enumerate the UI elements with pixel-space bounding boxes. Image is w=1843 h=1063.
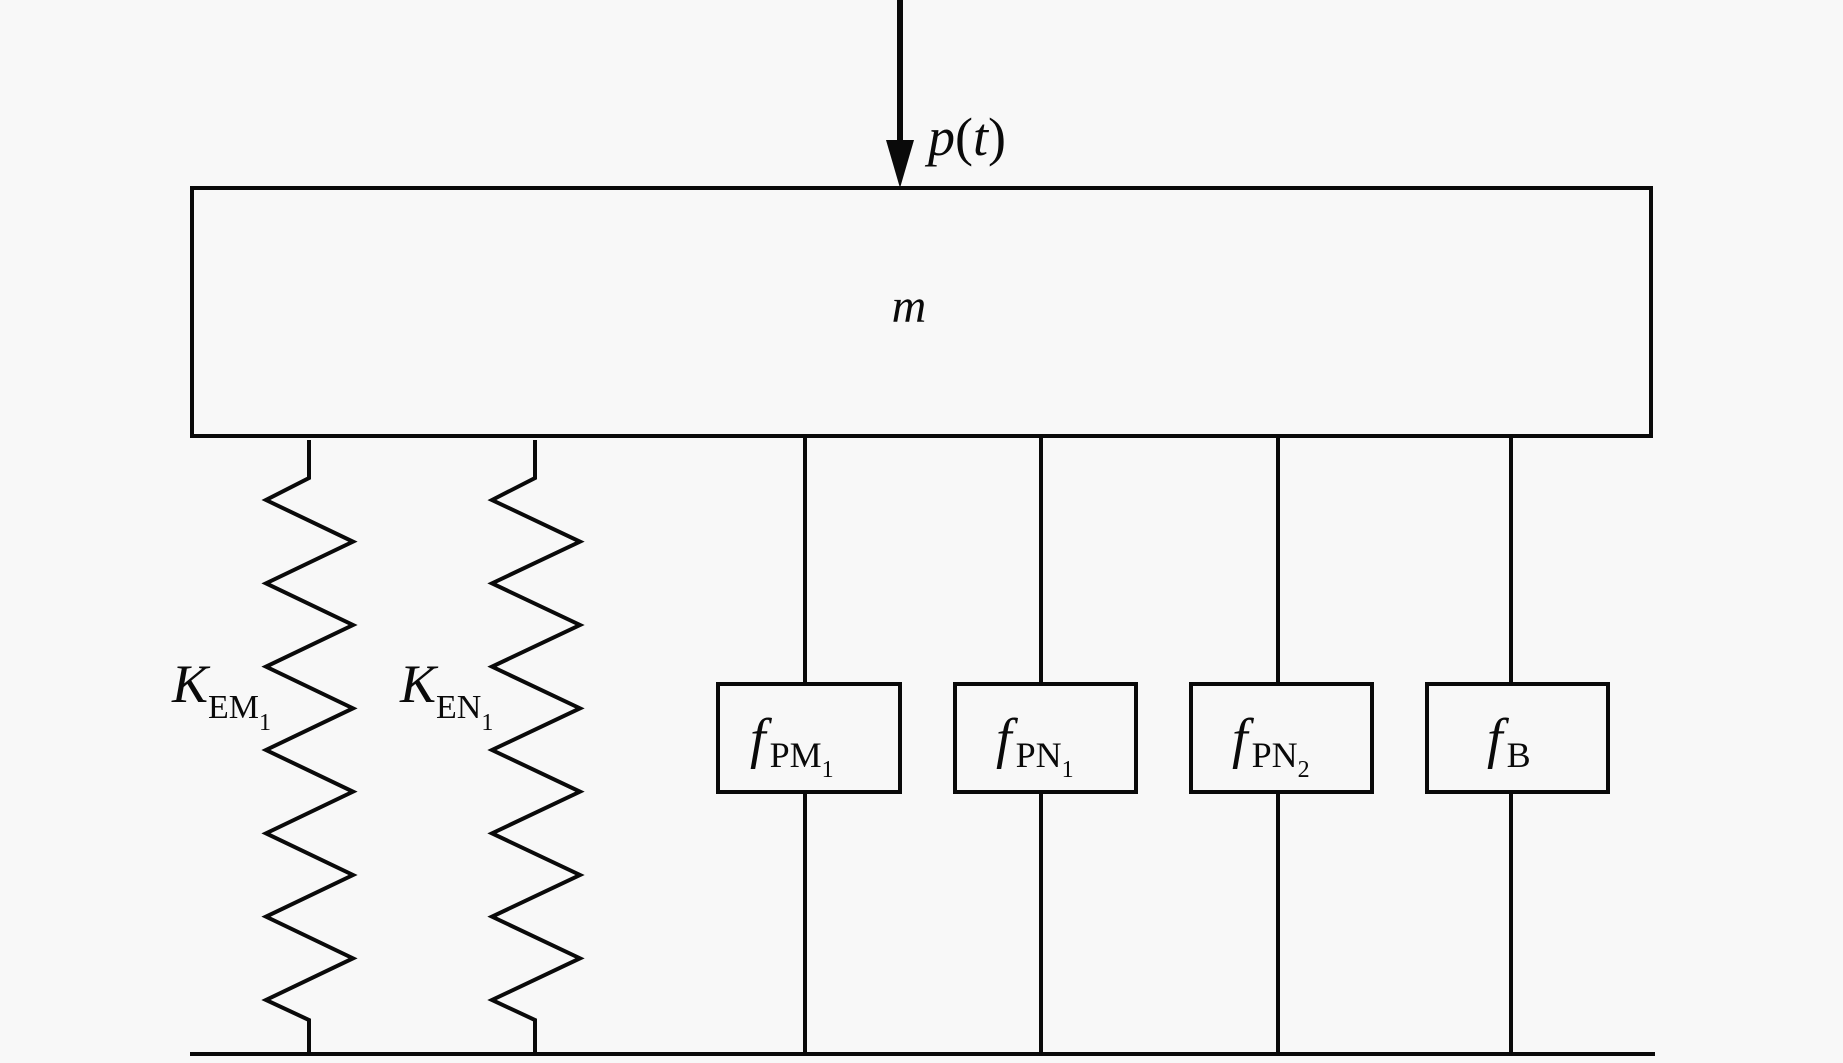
load-open-paren: ( bbox=[955, 107, 973, 167]
spring-em1 bbox=[261, 440, 358, 1054]
load-close-paren: ) bbox=[988, 107, 1006, 167]
element-subscript: PN bbox=[1016, 735, 1062, 775]
load-variable: t bbox=[973, 107, 990, 167]
element-box bbox=[1189, 682, 1374, 794]
element-sub-index: 1 bbox=[822, 757, 834, 783]
load-arrow bbox=[886, 0, 914, 188]
load-label: p(t) bbox=[924, 107, 1006, 167]
element-box bbox=[1425, 682, 1610, 794]
spring-sub-index: 1 bbox=[259, 710, 271, 736]
element-subscript: PN bbox=[1252, 735, 1298, 775]
load-symbol: p bbox=[924, 107, 955, 167]
element-box bbox=[953, 682, 1138, 794]
mass-block bbox=[190, 186, 1653, 438]
arrow-head-icon bbox=[886, 140, 914, 188]
element-box bbox=[716, 682, 902, 794]
spring-sub-index: 1 bbox=[481, 710, 493, 736]
element-subscript: B bbox=[1507, 735, 1531, 775]
spring-symbol: K bbox=[171, 654, 211, 714]
spring-subscript: EN bbox=[436, 689, 481, 726]
spring-label-em1: KEM1 bbox=[171, 654, 271, 736]
mass-label: m bbox=[892, 280, 927, 333]
spring-label-en1: KEN1 bbox=[399, 654, 493, 736]
spring-subscript: EM bbox=[208, 689, 259, 726]
spring-en1 bbox=[487, 440, 585, 1054]
element-sub-index: 1 bbox=[1062, 757, 1074, 783]
spring-symbol: K bbox=[399, 654, 439, 714]
element-subscript: PM bbox=[770, 735, 822, 775]
element-sub-index: 2 bbox=[1298, 757, 1310, 783]
